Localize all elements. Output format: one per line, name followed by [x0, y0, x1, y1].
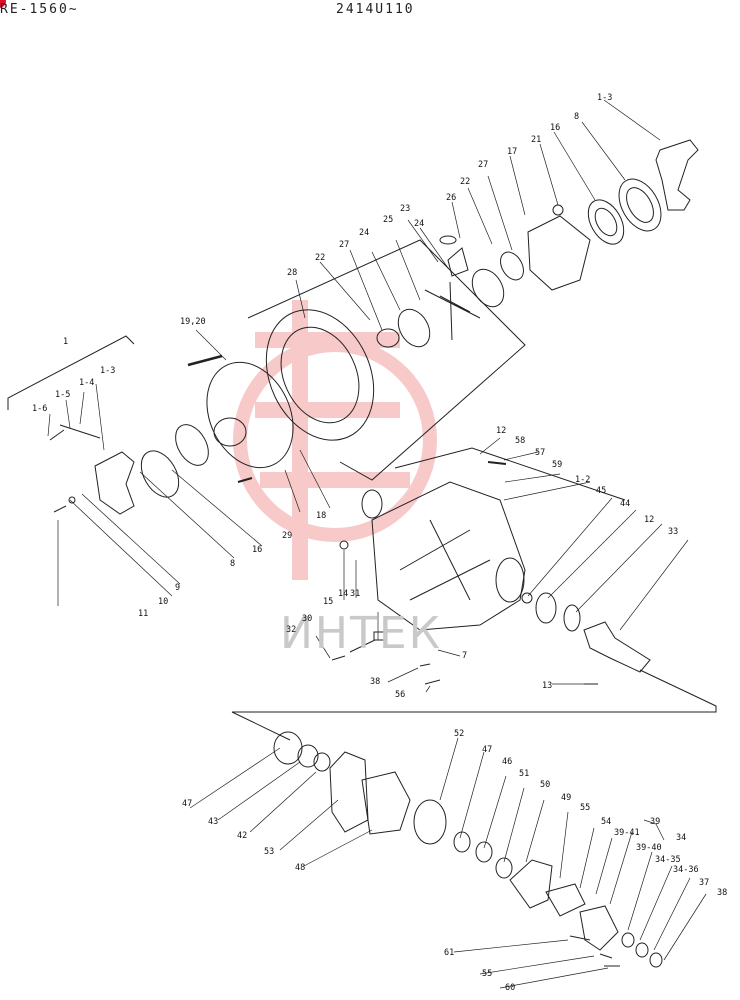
diagram-code-label: 2414U110: [336, 2, 415, 17]
bracket-diff: [247, 239, 526, 481]
callout-53: 53: [264, 847, 275, 857]
callout-61: 61: [444, 948, 455, 958]
callout-34: 34: [676, 833, 687, 843]
callout-54: 54: [601, 817, 612, 827]
callout-30: 30: [302, 614, 313, 624]
callout-27: 27: [478, 160, 489, 170]
callout-37: 37: [699, 878, 710, 888]
callout-51: 51: [519, 769, 530, 779]
callout-50: 50: [540, 780, 551, 790]
callout-1: 1: [63, 337, 69, 347]
callout-1-3: 1-3: [597, 93, 613, 103]
callout-39-40: 39-40: [636, 843, 662, 853]
sleeve-48: [361, 771, 411, 835]
callout-1-5: 1-5: [55, 390, 71, 400]
callout-1-4: 1-4: [79, 378, 95, 388]
callout-15: 15: [323, 597, 334, 607]
callout-55b: 55: [482, 969, 493, 979]
bearing-cap-upper: [655, 139, 699, 211]
callout-38b: 38: [717, 888, 728, 898]
bearing-16-upper: [587, 199, 625, 245]
hub-49: [509, 859, 553, 909]
callout-57: 57: [535, 448, 546, 458]
bearing-8-upper: [618, 178, 662, 232]
corner-marker-icon: [0, 0, 6, 8]
callout-12: 12: [496, 426, 507, 436]
watermark-text: ИНТЕК: [280, 608, 442, 659]
callout-34-36: 34-36: [673, 865, 699, 875]
callout-1-3b: 1-3: [100, 366, 116, 376]
callout-7: 7: [462, 651, 468, 661]
callout-8b: 8: [230, 559, 236, 569]
ring-gear: [265, 309, 375, 441]
callout-31: 31: [350, 589, 361, 599]
callout-32: 32: [286, 625, 297, 635]
callout-49: 49: [561, 793, 572, 803]
callout-60: 60: [505, 983, 516, 993]
leader-lines: [47, 99, 707, 989]
callout-24: 24: [414, 219, 425, 229]
callout-45: 45: [596, 486, 607, 496]
axle-housing: [371, 481, 526, 631]
callout-22b: 22: [315, 253, 326, 263]
callout-44: 44: [620, 499, 631, 509]
serial-range-label: RE-1560~: [0, 2, 79, 17]
callout-1-6: 1-6: [32, 404, 48, 414]
housing-flange-left: [329, 751, 369, 833]
callout-24b: 24: [359, 228, 370, 238]
plug-and-bolts: [331, 639, 376, 661]
bearing-cap-left: [94, 451, 135, 515]
callout-28: 28: [287, 268, 298, 278]
callout-59: 59: [552, 460, 563, 470]
callout-21: 21: [531, 135, 542, 145]
spider-cross: [424, 281, 481, 341]
callout-8: 8: [574, 112, 580, 122]
callout-16b: 16: [252, 545, 263, 555]
callout-26: 26: [446, 193, 457, 203]
callout-19-20: 19,20: [180, 317, 206, 327]
callout-47: 47: [482, 745, 493, 755]
callout-16: 16: [550, 123, 561, 133]
callout-23: 23: [400, 204, 411, 214]
callout-10: 10: [158, 597, 169, 607]
axle-flange: [579, 905, 619, 951]
callout-38: 38: [370, 677, 381, 687]
callout-9: 9: [175, 583, 181, 593]
bracket-left: [7, 335, 135, 410]
callout-48: 48: [295, 863, 306, 873]
callout-34-35: 34-35: [655, 855, 681, 865]
callout-12b: 12: [644, 515, 655, 525]
callout-56: 56: [395, 690, 406, 700]
callout-25: 25: [383, 215, 394, 225]
callout-55: 55: [580, 803, 591, 813]
callout-18: 18: [316, 511, 327, 521]
callout-42: 42: [237, 831, 248, 841]
drive-pinion: [583, 621, 651, 673]
callout-1-2: 1-2: [575, 475, 591, 485]
callout-13: 13: [542, 681, 553, 691]
seal-47-lower: [273, 731, 303, 765]
watermark-gear-emblem: [233, 300, 437, 580]
callout-27b: 27: [339, 240, 350, 250]
callout-33: 33: [668, 527, 679, 537]
callout-14: 14: [338, 589, 349, 599]
callout-17: 17: [507, 147, 518, 157]
callout-11: 11: [138, 609, 149, 619]
bracket-housing: [394, 447, 626, 501]
callout-58: 58: [515, 436, 526, 446]
callout-47b: 47: [182, 799, 193, 809]
callout-46: 46: [502, 757, 513, 767]
callout-52: 52: [454, 729, 465, 739]
callout-39: 39: [650, 817, 661, 827]
callout-39-41: 39-41: [614, 828, 640, 838]
callout-43: 43: [208, 817, 219, 827]
bracket-lower: [232, 669, 717, 713]
callout-29: 29: [282, 531, 293, 541]
callout-22: 22: [460, 177, 471, 187]
differential-case: [527, 215, 591, 291]
